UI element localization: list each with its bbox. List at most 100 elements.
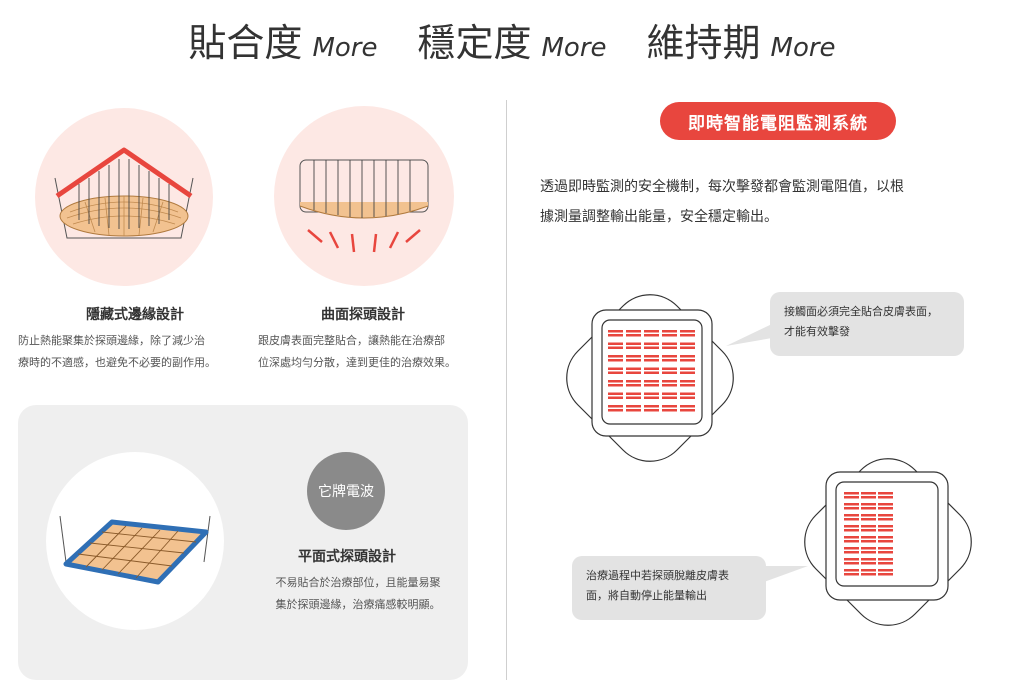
electrode-bar [844, 514, 859, 517]
electrode-bar [662, 380, 677, 383]
electrode-bar [644, 342, 659, 345]
electrode-bar [608, 330, 623, 333]
electrode-bar [608, 359, 623, 362]
electrode-bar [608, 342, 623, 345]
electrode-bar [662, 392, 677, 395]
title-duration-en: More [770, 33, 836, 63]
electrode-bar [626, 346, 641, 349]
electrode-bar [626, 409, 641, 412]
electrode-bar [608, 367, 623, 370]
electrode-bar [626, 367, 641, 370]
electrode-bar [626, 342, 641, 345]
monitor-system-desc: 透過即時監測的安全機制，每次擊發都會監測電阻值，以根 據測量調整輸出能量，安全穩… [540, 172, 1000, 232]
competitor-desc: 不易貼合於治療部位，且能量易聚 集於探頭邊緣，治療痛感較明顯。 [258, 572, 458, 616]
electrode-bar [680, 392, 695, 395]
page-title: 貼合度 More 穩定度 More 維持期 More [0, 12, 1024, 72]
electrode-bar [878, 573, 893, 576]
flat-probe-illustration [46, 452, 224, 630]
detach-bubble-line1: 治療過程中若探頭脫離皮膚表 [586, 569, 729, 582]
electrode-bar [878, 496, 893, 499]
electrode-bar [680, 371, 695, 374]
electrode-bar [644, 380, 659, 383]
electrode-bar [680, 405, 695, 408]
electrode-bar [878, 540, 893, 543]
electrode-bar [844, 529, 859, 532]
electrode-bar [844, 525, 859, 528]
electrode-bar [861, 492, 876, 495]
electrode-bar [662, 346, 677, 349]
detach-bubble: 治療過程中若探頭脫離皮膚表 面，將自動停止能量輸出 [572, 556, 766, 620]
title-fit-zh: 貼合度 [188, 21, 303, 65]
electrode-bar [644, 330, 659, 333]
electrode-bar [844, 558, 859, 561]
electrode-bar [662, 384, 677, 387]
electrode-bar [644, 396, 659, 399]
electrode-bar [878, 558, 893, 561]
electrode-bar [626, 380, 641, 383]
electrode-bar [878, 525, 893, 528]
electrode-bar [608, 384, 623, 387]
electrode-bar [680, 359, 695, 362]
feature2-title: 曲面探頭設計 [321, 307, 405, 323]
curved-probe-icon [299, 159, 429, 253]
electrode-bar [844, 496, 859, 499]
center-divider [506, 100, 507, 680]
electrode-bar [861, 547, 876, 550]
electrode-bar [861, 518, 876, 521]
electrode-bar [861, 536, 876, 539]
electrode-bar [644, 359, 659, 362]
electrode-bar [662, 405, 677, 408]
electrode-bar [608, 371, 623, 374]
electrode-bar [878, 492, 893, 495]
probe-detach-diagram [804, 458, 972, 626]
electrode-bar [844, 507, 859, 510]
electrode-bar [878, 551, 893, 554]
electrode-bar [662, 355, 677, 358]
electrode-bar [608, 392, 623, 395]
electrode-bar [878, 562, 893, 565]
electrode-bar [680, 384, 695, 387]
electrode-bar [844, 562, 859, 565]
electrode-bar [644, 346, 659, 349]
electrode-bar [844, 551, 859, 554]
electrode-bar [662, 396, 677, 399]
hidden-edge-probe-icon [54, 147, 194, 239]
electrode-bar [644, 334, 659, 337]
electrode-bar [861, 540, 876, 543]
electrode-bar [662, 334, 677, 337]
electrode-bar [608, 396, 623, 399]
monitor-desc-line2: 據測量調整輸出能量，安全穩定輸出。 [540, 209, 778, 225]
electrode-bar [608, 405, 623, 408]
electrode-bar [861, 496, 876, 499]
contact-bubble-line1: 接觸面必須完全貼合皮膚表面， [784, 305, 938, 318]
electrode-bar [878, 547, 893, 550]
title-fit-en: More [312, 33, 378, 63]
electrode-bar [878, 507, 893, 510]
feature2-desc: 跟皮膚表面完整貼合，讓熱能在治療部 位深處均勻分散，達到更佳的治療效果。 [258, 330, 488, 374]
title-duration-zh: 維持期 [646, 21, 761, 65]
electrode-bar [644, 409, 659, 412]
competitor-title: 平面式探頭設計 [298, 549, 396, 565]
electrode-bar [844, 518, 859, 521]
title-duration: 維持期 More [647, 12, 836, 67]
hidden-edge-illustration [35, 108, 213, 286]
electrode-bar [861, 573, 876, 576]
electrode-bar [861, 562, 876, 565]
electrode-bar [861, 558, 876, 561]
electrode-bar [644, 371, 659, 374]
electrode-bar [626, 371, 641, 374]
flat-probe-icon [59, 515, 211, 585]
electrode-bar [878, 518, 893, 521]
electrode-bar [626, 392, 641, 395]
electrode-bar [861, 529, 876, 532]
electrode-bar [680, 355, 695, 358]
electrode-bar [626, 405, 641, 408]
electrode-bar [680, 342, 695, 345]
electrode-bar [626, 384, 641, 387]
electrode-bar [662, 367, 677, 370]
electrode-bar [878, 536, 893, 539]
electrode-bar [608, 409, 623, 412]
electrode-bar [680, 346, 695, 349]
electrode-bar [861, 507, 876, 510]
title-stability-en: More [541, 33, 607, 63]
